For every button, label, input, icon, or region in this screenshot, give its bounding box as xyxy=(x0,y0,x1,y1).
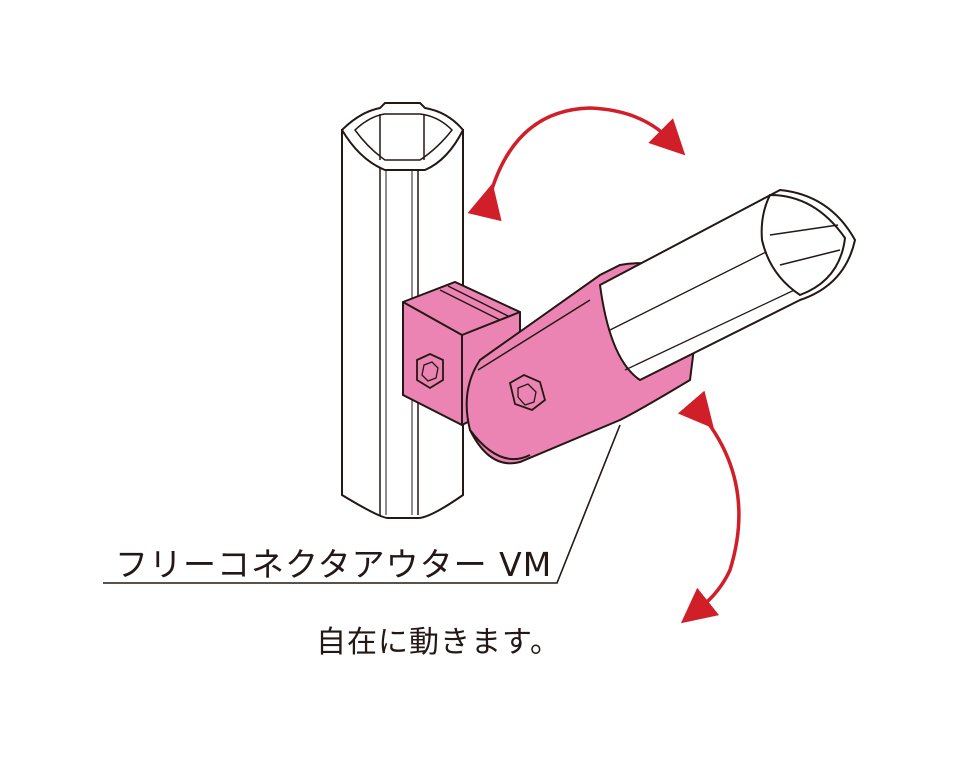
angled-pipe xyxy=(598,188,857,382)
rotation-arrow-top-icon xyxy=(467,106,686,222)
caption-text: 自在に動きます。 xyxy=(316,625,561,660)
product-name-label: フリーコネクタアウター VM xyxy=(115,545,553,584)
hex-bolt-right-icon xyxy=(508,373,547,412)
rotation-arrow-right-icon xyxy=(677,390,741,624)
leader-line xyxy=(103,424,621,584)
hex-bolt-left-icon xyxy=(416,353,444,390)
